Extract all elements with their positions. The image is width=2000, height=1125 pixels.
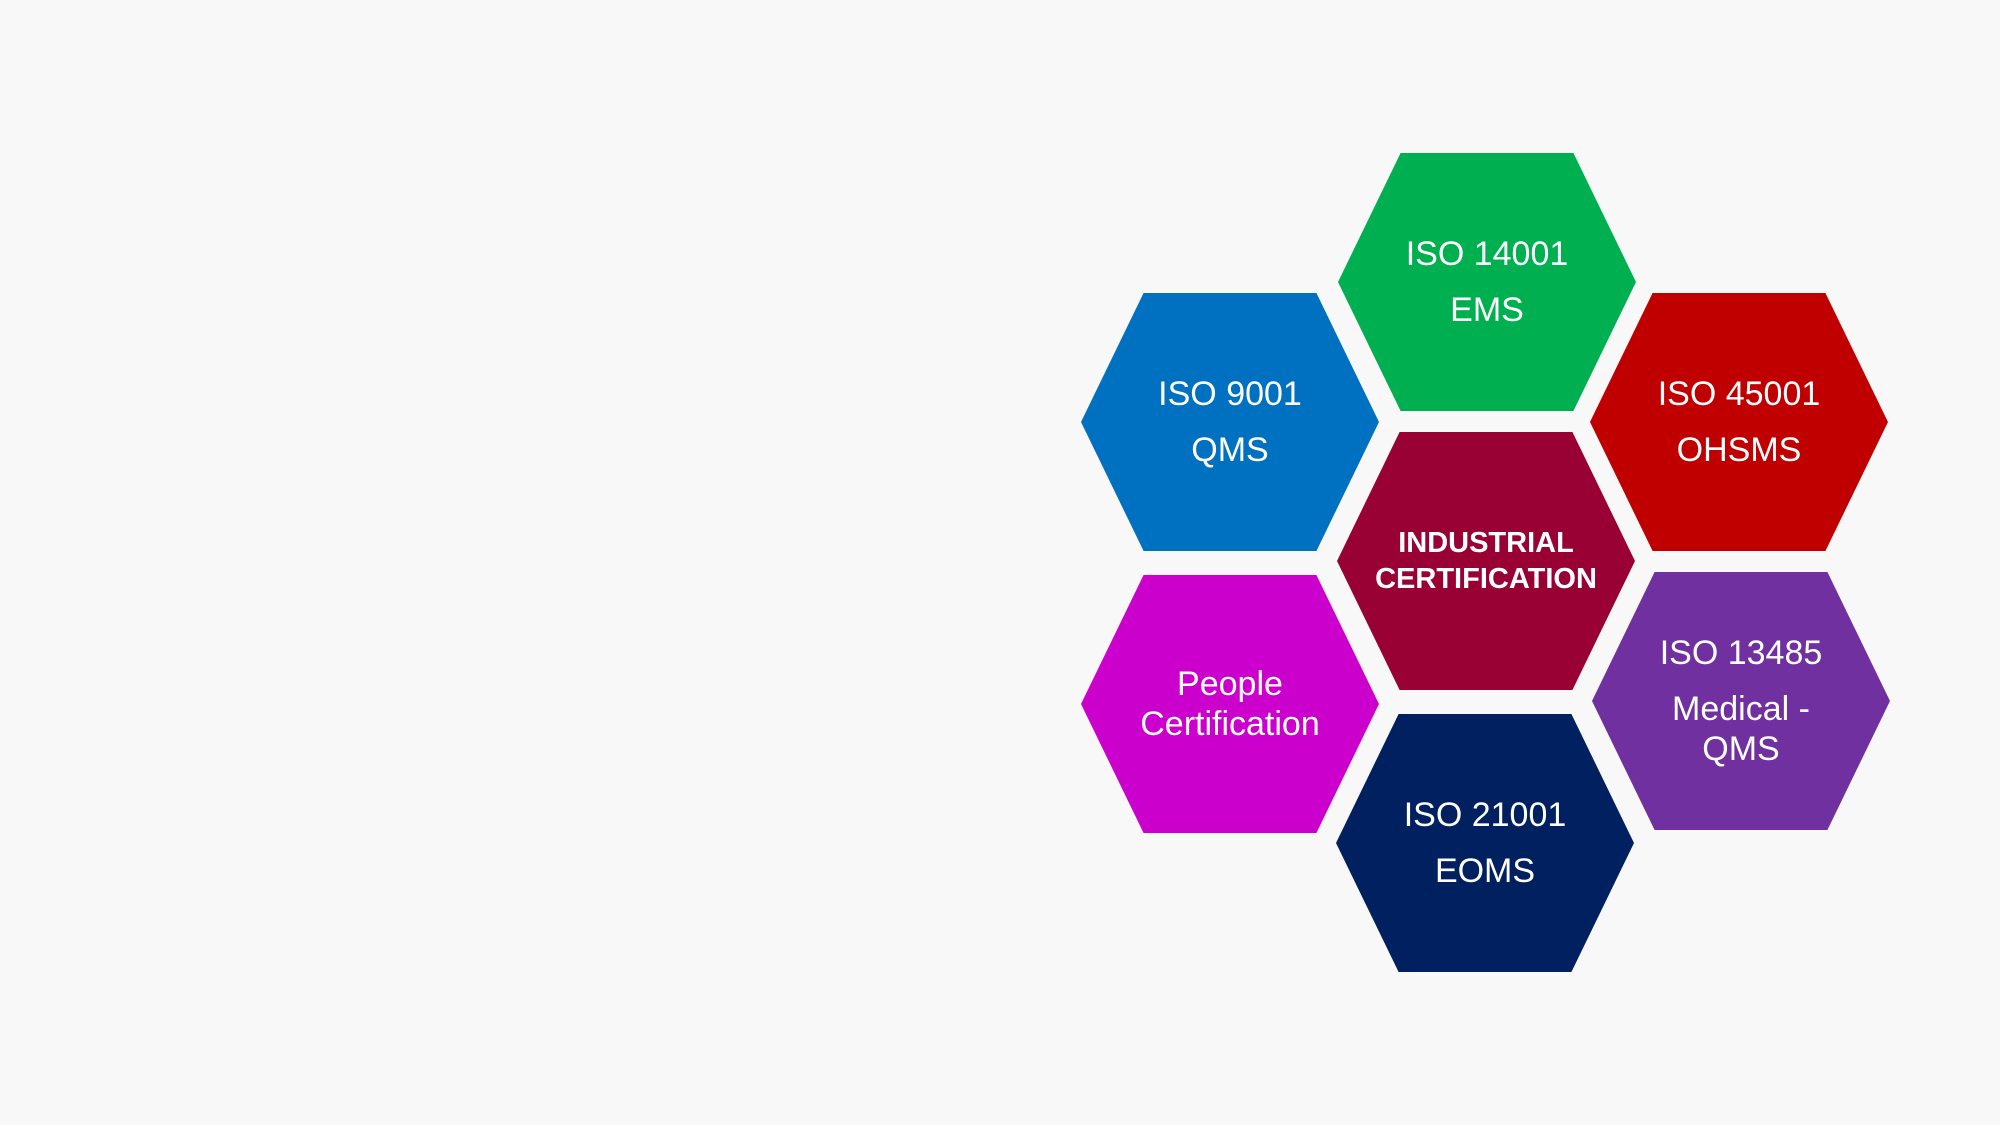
- hexagon-label: ISO 14001 EMS: [1406, 234, 1569, 330]
- standard-acronym: QMS: [1191, 431, 1269, 469]
- standard-acronym: EOMS: [1434, 852, 1536, 890]
- center-label: INDUSTRIAL CERTIFICATION: [1375, 525, 1597, 597]
- standard-number: ISO 13485: [1659, 634, 1823, 672]
- hexagon-iso-45001-ohsms: ISO 45001 OHSMS: [1590, 293, 1888, 551]
- center-label-line1: INDUSTRIAL: [1398, 527, 1574, 559]
- hexagon-people-certification: People Certification: [1081, 575, 1379, 833]
- center-label-line2: CERTIFICATION: [1375, 563, 1597, 595]
- hexagon-label: ISO 13485 Medical - QMS: [1660, 633, 1823, 769]
- label-line1: People: [1177, 665, 1283, 703]
- hexagon-label: ISO 21001 EOMS: [1404, 795, 1567, 891]
- standard-number: ISO 45001: [1657, 375, 1821, 413]
- standard-number: ISO 14001: [1405, 235, 1569, 273]
- standard-acronym-line2: QMS: [1702, 730, 1780, 768]
- hexagon-iso-14001-ems: ISO 14001 EMS: [1338, 153, 1636, 411]
- hexagon-label: ISO 45001 OHSMS: [1658, 374, 1821, 470]
- hexagon-iso-13485-medical-qms: ISO 13485 Medical - QMS: [1592, 572, 1890, 830]
- hexagon-label: ISO 9001 QMS: [1158, 374, 1302, 470]
- hexagon-iso-9001-qms: ISO 9001 QMS: [1081, 293, 1379, 551]
- hexagon-label: People Certification: [1140, 664, 1320, 744]
- hexagon-industrial-certification: INDUSTRIAL CERTIFICATION: [1337, 432, 1635, 690]
- standard-number: ISO 21001: [1403, 796, 1567, 834]
- standard-number: ISO 9001: [1158, 375, 1302, 413]
- standard-acronym-line1: Medical -: [1672, 690, 1810, 728]
- label-line2: Certification: [1140, 705, 1320, 743]
- standard-acronym: OHSMS: [1676, 431, 1802, 469]
- hexagon-iso-21001-eoms: ISO 21001 EOMS: [1336, 714, 1634, 972]
- standard-acronym: EMS: [1450, 291, 1524, 329]
